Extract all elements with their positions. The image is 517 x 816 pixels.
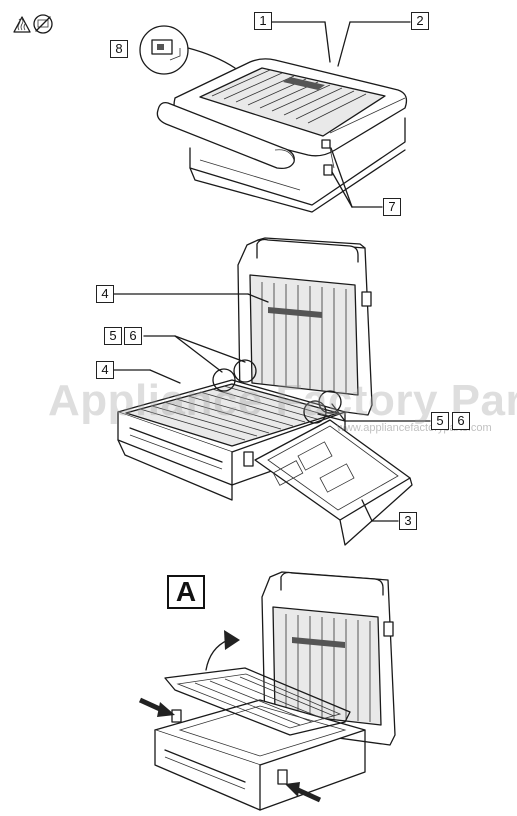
callout-6-left: 6 [124, 327, 142, 345]
callout-5-left: 5 [104, 327, 122, 345]
hot-surface-warning-icon [13, 16, 31, 33]
callout-1: 1 [254, 12, 272, 30]
plate-removal-illustration [154, 571, 396, 811]
rotate-arrow-icon [205, 630, 240, 671]
switch-detail-zoom [139, 25, 236, 75]
callout-4-bottom: 4 [96, 361, 114, 379]
callout-6-right: 6 [452, 412, 470, 430]
no-immersion-icon [33, 14, 53, 34]
callout-7: 7 [383, 198, 401, 216]
callout-2: 2 [411, 12, 429, 30]
callout-3: 3 [399, 512, 417, 530]
step-label: A [167, 575, 205, 609]
closed-grill-illustration [156, 58, 408, 213]
callout-8: 8 [110, 40, 128, 58]
open-grill-illustration [117, 237, 413, 546]
press-arrow-icon [138, 697, 322, 803]
callout-4-top: 4 [96, 285, 114, 303]
callout-5-right: 5 [431, 412, 449, 430]
